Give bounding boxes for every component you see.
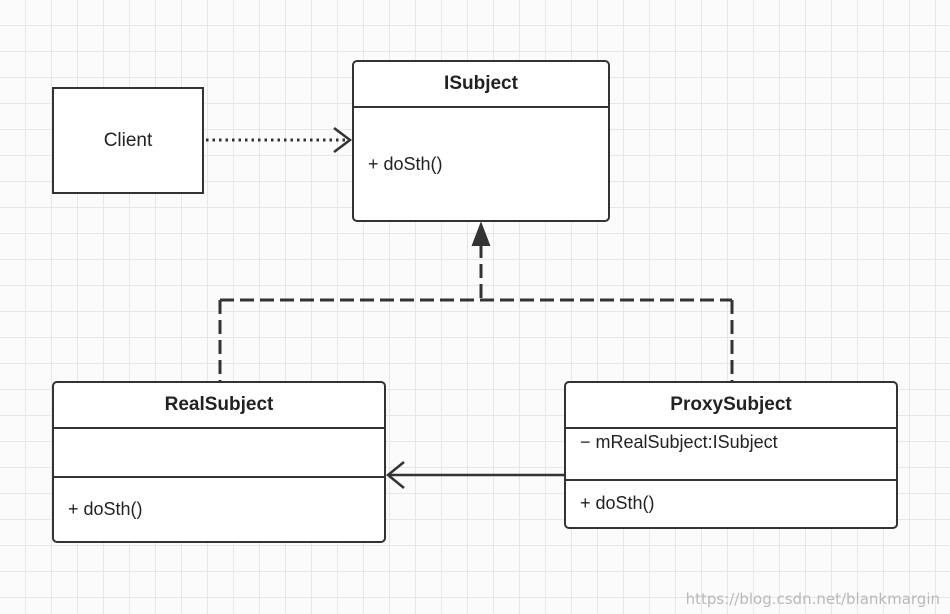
proxysubject-attribute-mrealsubject: − mRealSubject:ISubject xyxy=(580,432,778,452)
proxysubject-operations: + doSth() xyxy=(566,481,896,526)
client-to-isubject-dependency xyxy=(206,127,353,153)
isubject-operation-dosth: + doSth() xyxy=(368,154,443,174)
proxysubject-class-name: ProxySubject xyxy=(566,383,896,429)
isubject-operations: + doSth() xyxy=(354,108,608,219)
isubject-class-name: ISubject xyxy=(354,62,608,108)
client-label: Client xyxy=(103,129,153,151)
proxysubject-attributes: − mRealSubject:ISubject xyxy=(566,429,896,481)
realsubject-operations: + doSth() xyxy=(54,478,384,540)
isubject-class[interactable]: ISubject + doSth() xyxy=(352,60,610,222)
proxy-to-real-association xyxy=(386,461,564,489)
realization-connector xyxy=(218,221,734,381)
realsubject-class-name: RealSubject xyxy=(54,383,384,429)
realsubject-operation-dosth: + doSth() xyxy=(68,498,143,519)
watermark: https://blog.csdn.net/blankmargin xyxy=(685,590,940,608)
proxysubject-class[interactable]: ProxySubject − mRealSubject:ISubject + d… xyxy=(564,381,898,529)
proxysubject-operation-dosth: + doSth() xyxy=(580,493,655,513)
realsubject-attributes xyxy=(54,429,384,478)
realization-arrowhead xyxy=(471,221,491,246)
realsubject-class[interactable]: RealSubject + doSth() xyxy=(52,381,386,543)
client-box[interactable]: Client xyxy=(52,87,204,194)
